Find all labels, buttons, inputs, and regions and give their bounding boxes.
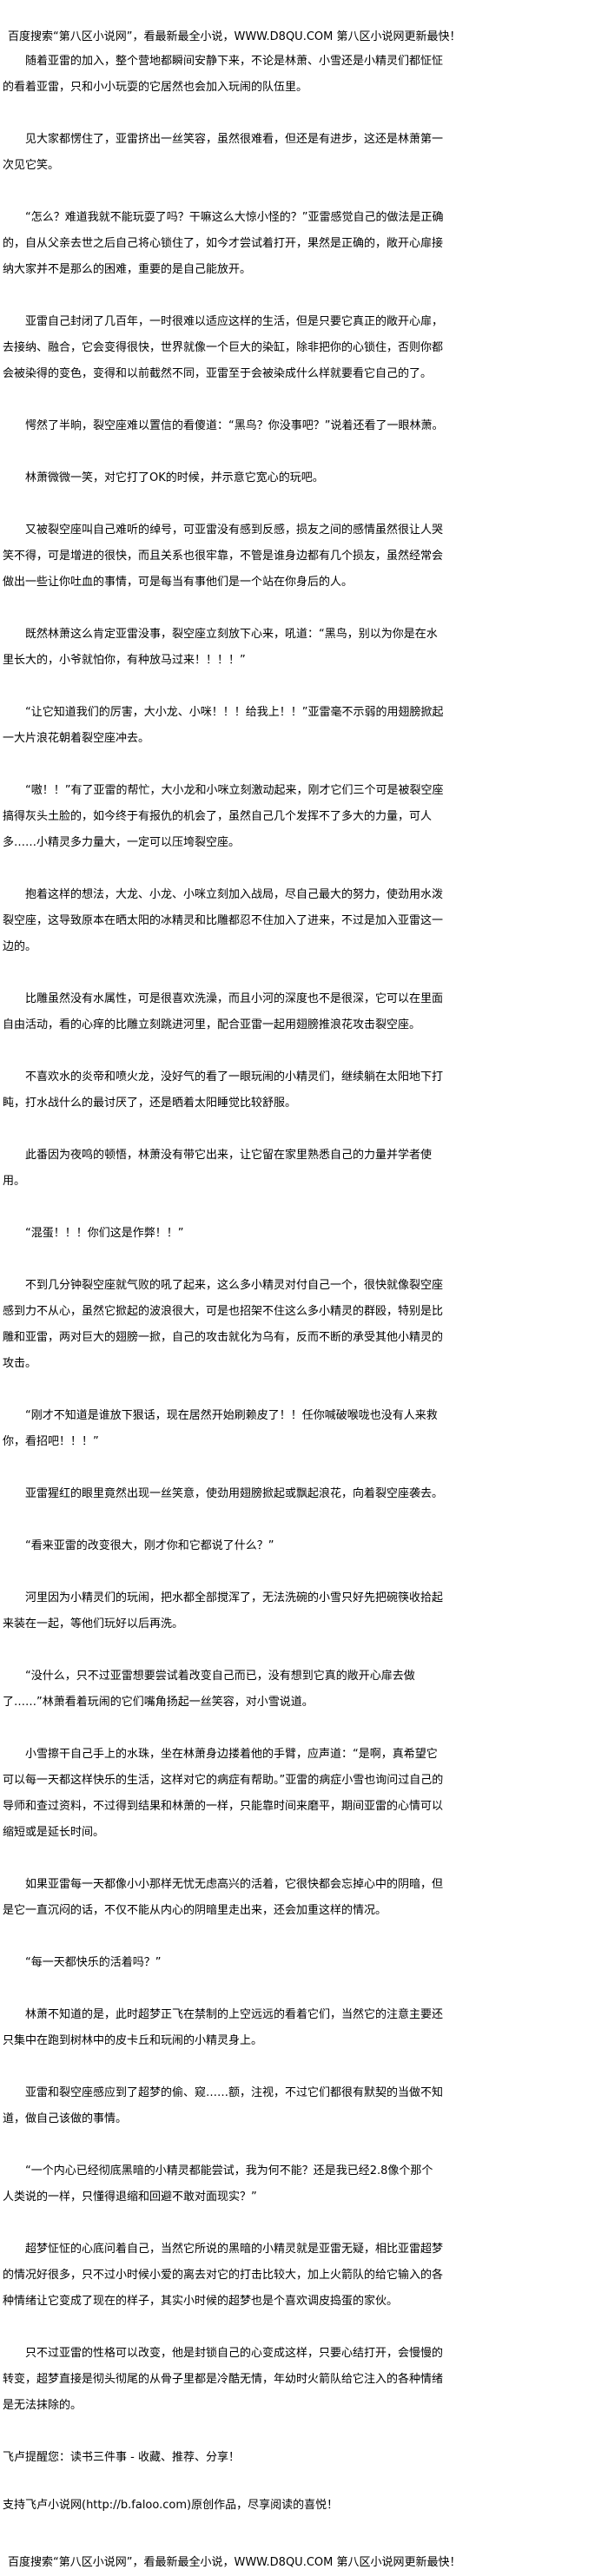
paragraph: 只不过亚雷的性格可以改变，他是封锁自己的心变成这样，只要心结打开，会慢慢的转变，…	[3, 2347, 444, 2412]
paragraph: “看来亚雷的改变很大，刚才你和它都说了什么？”	[25, 1539, 274, 1552]
chapter-body: 随着亚雷的加入，整个营地都瞬间安静下来，不论是林萧、小雪还是小精灵们都怔怔的看着…	[3, 49, 444, 2419]
chapter-document: 百度搜索“第八区小说网”，看最新最全小说，WWW.D8QU.COM 第八区小说网…	[3, 26, 461, 2576]
paragraph: 比雕虽然没有水属性，可是很喜欢洗澡，而且小河的深度也不是很深，它可以在里面自由活…	[3, 992, 444, 1031]
support-text: 支持飞卢小说网(http://b.faloo.com)原创作品，尽享阅读的喜悦！	[3, 2499, 339, 2512]
paragraph: 河里因为小精灵们的玩闹，把水都全部搅浑了，无法洗碗的小雪只好先把碗筷收拾起来装在…	[3, 1591, 444, 1631]
paragraph: 不到几分钟裂空座就气败的吼了起来，这么多小精灵对付自己一个，很快就像裂空座感到力…	[3, 1279, 444, 1370]
paragraph: 抱着这样的想法，大龙、小龙、小咪立刻加入战局，尽自己最大的努力，使劲用水泼裂空座…	[3, 888, 444, 953]
paragraph: 随着亚雷的加入，整个营地都瞬间安静下来，不论是林萧、小雪还是小精灵们都怔怔的看着…	[3, 55, 444, 94]
paragraph: “每一天都快乐的活着吗？”	[25, 1956, 162, 1969]
reminder-text: 飞卢提醒您：读书三件事 - 收藏、推荐、分享！	[3, 2451, 240, 2464]
paragraph: “嗷！！”有了亚雷的帮忙，大小龙和小咪立刻激动起来，刚才它们三个可是被裂空座搞得…	[3, 784, 444, 849]
paragraph: 愕然了半晌，裂空座难以置信的看傻道：“黑鸟？你没事吧？”说着还看了一眼林萧。	[25, 419, 444, 432]
paragraph: 不喜欢水的炎帝和喷火龙，没好气的看了一眼玩闹的小精灵们，继续躺在太阳地下打盹，打…	[3, 1071, 444, 1110]
paragraph: 又被裂空座叫自己难听的绰号，可亚雷没有感到反感，损友之间的感情虽然很让人哭笑不得…	[3, 524, 444, 589]
paragraph: “让它知道我们的厉害，大小龙、小咪！！！给我上！！”亚雷毫不示弱的用翅膀掀起一大…	[3, 706, 444, 745]
site-banner-bottom: 百度搜索“第八区小说网”，看最新最全小说，WWW.D8QU.COM 第八区小说网…	[8, 2556, 461, 2569]
paragraph: “没什么，只不过亚雷想要尝试着改变自己而已，没有想到它真的敞开心扉去做了……”林…	[3, 1670, 415, 1709]
paragraph: 见大家都愣住了，亚雷挤出一丝笑容，虽然很难看，但还是有进步，这还是林萧第一次见它…	[3, 133, 444, 172]
paragraph: 小雪擦干自己手上的水珠，坐在林萧身边搂着他的手臂，应声道：“是啊，真希望它可以每…	[3, 1748, 444, 1839]
paragraph: 亚雷自己封闭了几百年，一时很难以适应这样的生活，但是只要它真正的敞开心扉，去接纳…	[3, 315, 444, 380]
paragraph: 林萧微微一笑，对它打了OK的时候，并示意它宽心的玩吧。	[25, 471, 324, 484]
paragraph: 林萧不知道的是，此时超梦正飞在禁制的上空远远的看着它们，当然它的注意主要还只集中…	[3, 2008, 444, 2047]
paragraph: “一个内心已经彻底黑暗的小精灵都能尝试，我为何不能？还是我已经2.8像个那个人类…	[3, 2164, 433, 2204]
site-banner-top: 百度搜索“第八区小说网”，看最新最全小说，WWW.D8QU.COM 第八区小说网…	[8, 30, 461, 43]
paragraph: “怎么？难道我就不能玩耍了吗？干嘛这么大惊小怪的？”亚雷感觉自己的做法是正确的，…	[3, 211, 444, 276]
paragraph: 亚雷和裂空座感应到了超梦的偷、窥……额，注视，不过它们都很有默契的当做不知道，做…	[3, 2086, 444, 2125]
paragraph: “刚才不知道是谁放下狠话，现在居然开始刷赖皮了！！任你喊破喉咙也没有人来救你，看…	[3, 1409, 438, 1448]
paragraph: 如果亚雷每一天都像小小那样无忧无虑高兴的活着，它很快都会忘掉心中的阴暗，但是它一…	[3, 1878, 444, 1917]
paragraph: 既然林萧这么肯定亚雷没事，裂空座立刻放下心来，吼道：“黑鸟，别以为你是在水里长大…	[3, 628, 438, 667]
paragraph: “混蛋！！！你们这是作弊！！”	[25, 1227, 184, 1240]
paragraph: 此番因为夜鸣的顿悟，林萧没有带它出来，让它留在家里熟悉自己的力量并学者使用。	[3, 1149, 433, 1188]
paragraph: 亚雷猩红的眼里竟然出现一丝笑意，使劲用翅膀掀起或飘起浪花，向着裂空座袭去。	[25, 1487, 444, 1500]
paragraph: 超梦怔怔的心底问着自己，当然它所说的黑暗的小精灵就是亚雷无疑，相比亚雷超梦的情况…	[3, 2243, 444, 2308]
